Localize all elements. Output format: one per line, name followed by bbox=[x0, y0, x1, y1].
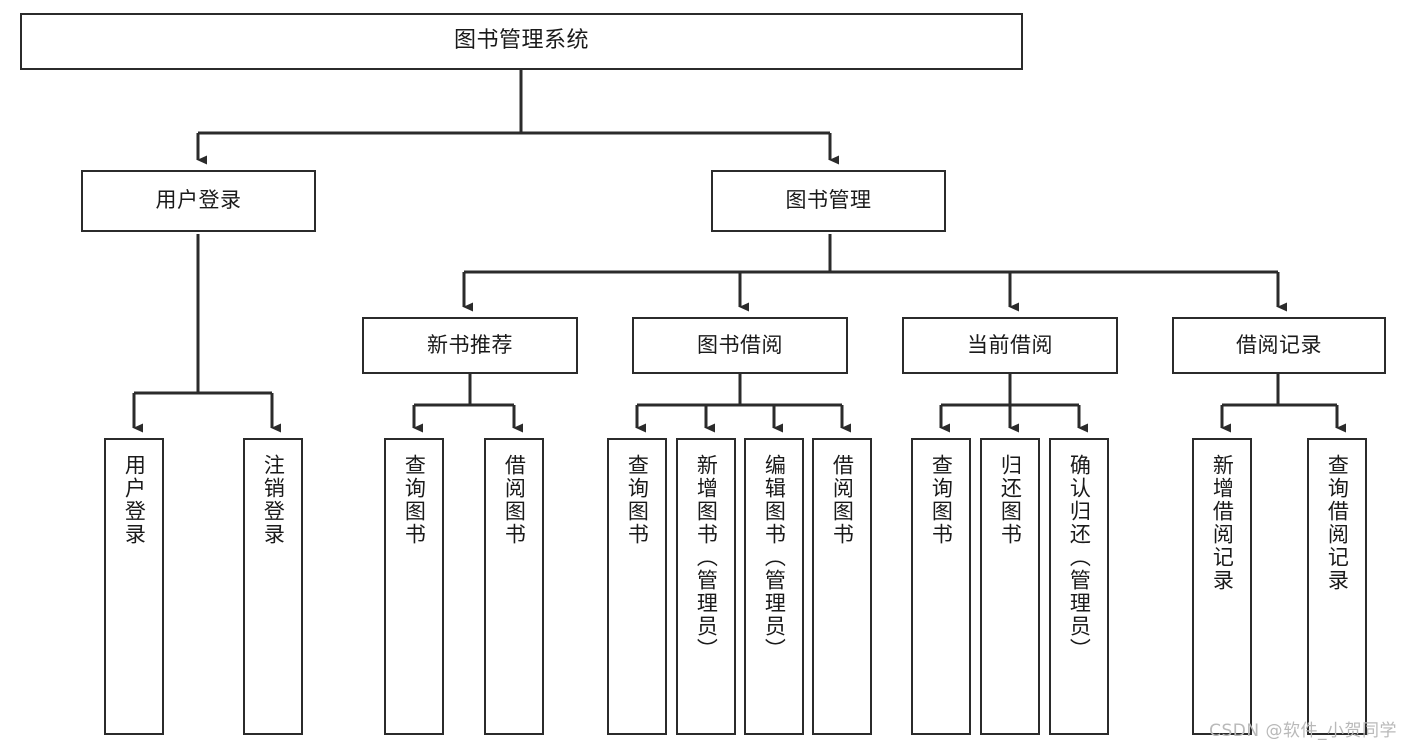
node-label: 用户登录 bbox=[155, 188, 242, 213]
leaf-logout-login[interactable]: 注销登录 bbox=[243, 438, 303, 735]
node-label: 确认归还（管理员） bbox=[1067, 454, 1092, 661]
leaf-add-book-admin[interactable]: 新增图书（管理员） bbox=[676, 438, 736, 735]
csdn-watermark: CSDN @软件_小贺同学 bbox=[1209, 721, 1397, 741]
node-label: 借阅图书 bbox=[502, 454, 527, 546]
node-book-manage[interactable]: 图书管理 bbox=[711, 170, 946, 232]
node-label: 新书推荐 bbox=[427, 332, 513, 357]
node-label: 图书管理系统 bbox=[453, 28, 589, 54]
leaf-query-book-recommend[interactable]: 查询图书 bbox=[384, 438, 444, 735]
node-root-book-management-system[interactable]: 图书管理系统 bbox=[20, 13, 1023, 70]
leaf-query-book-current[interactable]: 查询图书 bbox=[911, 438, 971, 735]
node-label: 用户登录 bbox=[122, 454, 147, 546]
node-book-borrow[interactable]: 图书借阅 bbox=[632, 317, 848, 374]
node-label: 查询图书 bbox=[625, 454, 650, 546]
leaf-edit-book-admin[interactable]: 编辑图书（管理员） bbox=[744, 438, 804, 735]
node-current-borrow[interactable]: 当前借阅 bbox=[902, 317, 1118, 374]
node-label: 编辑图书（管理员） bbox=[762, 454, 787, 661]
node-borrow-record[interactable]: 借阅记录 bbox=[1172, 317, 1386, 374]
node-user-login[interactable]: 用户登录 bbox=[81, 170, 316, 232]
node-label: 新增借阅记录 bbox=[1210, 454, 1235, 592]
leaf-query-book-borrow[interactable]: 查询图书 bbox=[607, 438, 667, 735]
leaf-confirm-return-admin[interactable]: 确认归还（管理员） bbox=[1049, 438, 1109, 735]
node-label: 图书管理 bbox=[785, 188, 872, 213]
node-label: 查询图书 bbox=[929, 454, 954, 546]
node-label: 图书借阅 bbox=[697, 332, 783, 357]
node-label: 借阅记录 bbox=[1236, 332, 1322, 357]
leaf-query-borrow-record[interactable]: 查询借阅记录 bbox=[1307, 438, 1367, 735]
leaf-return-book[interactable]: 归还图书 bbox=[980, 438, 1040, 735]
leaf-user-login[interactable]: 用户登录 bbox=[104, 438, 164, 735]
node-new-book-recommend[interactable]: 新书推荐 bbox=[362, 317, 578, 374]
node-label: 注销登录 bbox=[261, 454, 286, 546]
leaf-add-borrow-record[interactable]: 新增借阅记录 bbox=[1192, 438, 1252, 735]
node-label: 查询图书 bbox=[402, 454, 427, 546]
leaf-borrow-book-recommend[interactable]: 借阅图书 bbox=[484, 438, 544, 735]
node-label: 新增图书（管理员） bbox=[694, 454, 719, 661]
node-label: 查询借阅记录 bbox=[1325, 454, 1350, 592]
node-label: 归还图书 bbox=[998, 454, 1023, 546]
node-label: 借阅图书 bbox=[830, 454, 855, 546]
node-label: 当前借阅 bbox=[967, 332, 1053, 357]
leaf-borrow-book[interactable]: 借阅图书 bbox=[812, 438, 872, 735]
